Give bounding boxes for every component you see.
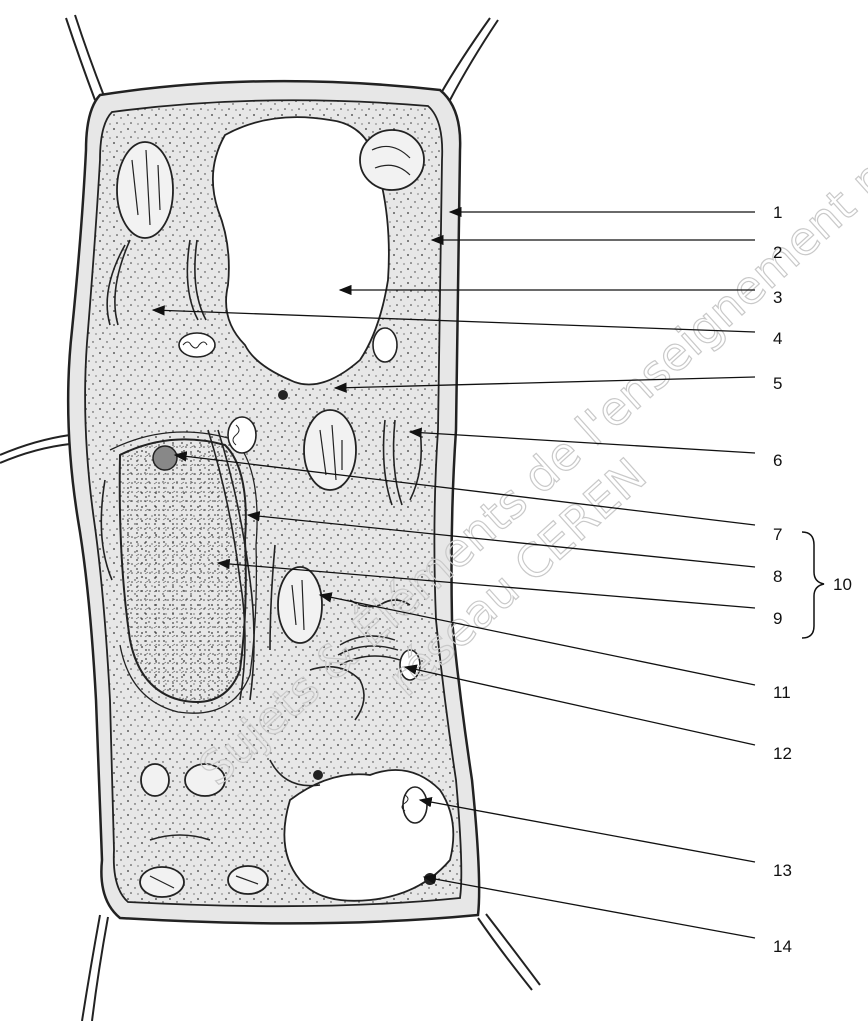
label-5: 5 <box>773 374 782 393</box>
labels: 1 2 3 4 5 6 7 8 9 10 11 12 13 14 <box>773 203 852 956</box>
label-1: 1 <box>773 203 782 222</box>
label-12: 12 <box>773 744 792 763</box>
label-13: 13 <box>773 861 792 880</box>
label-14: 14 <box>773 937 792 956</box>
label-7: 7 <box>773 525 782 544</box>
label-6: 6 <box>773 451 782 470</box>
brace-7-9 <box>802 532 824 638</box>
label-2: 2 <box>773 243 782 262</box>
nucleolus <box>153 446 177 470</box>
label-10: 10 <box>833 575 852 594</box>
nucleus <box>120 439 246 702</box>
label-11: 11 <box>773 683 791 702</box>
label-9: 9 <box>773 609 782 628</box>
label-4: 4 <box>773 329 782 348</box>
label-3: 3 <box>773 288 782 307</box>
label-8: 8 <box>773 567 782 586</box>
